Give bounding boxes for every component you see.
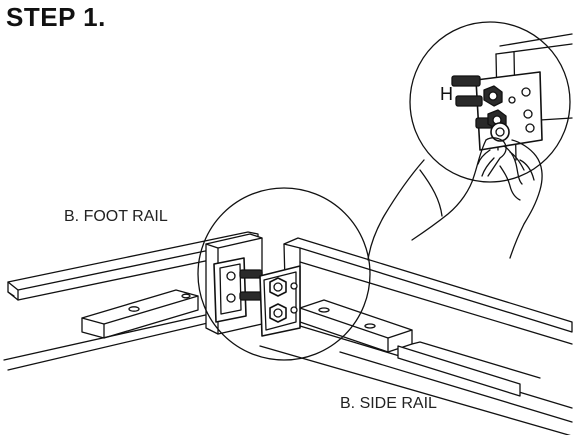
hands-drawing: [368, 138, 542, 260]
slat-support-right: [300, 300, 540, 396]
detail-circle-hands: [410, 22, 572, 182]
bracket-hardware: [214, 258, 300, 336]
slat-support-left: [82, 290, 198, 338]
step-title: STEP 1.: [6, 2, 106, 32]
side-rail-label: B. SIDE RAIL: [340, 395, 437, 412]
hardware-label: H: [440, 84, 453, 104]
foot-rail-label: B. FOOT RAIL: [64, 208, 168, 225]
detail-circle-bracket: [198, 188, 370, 360]
